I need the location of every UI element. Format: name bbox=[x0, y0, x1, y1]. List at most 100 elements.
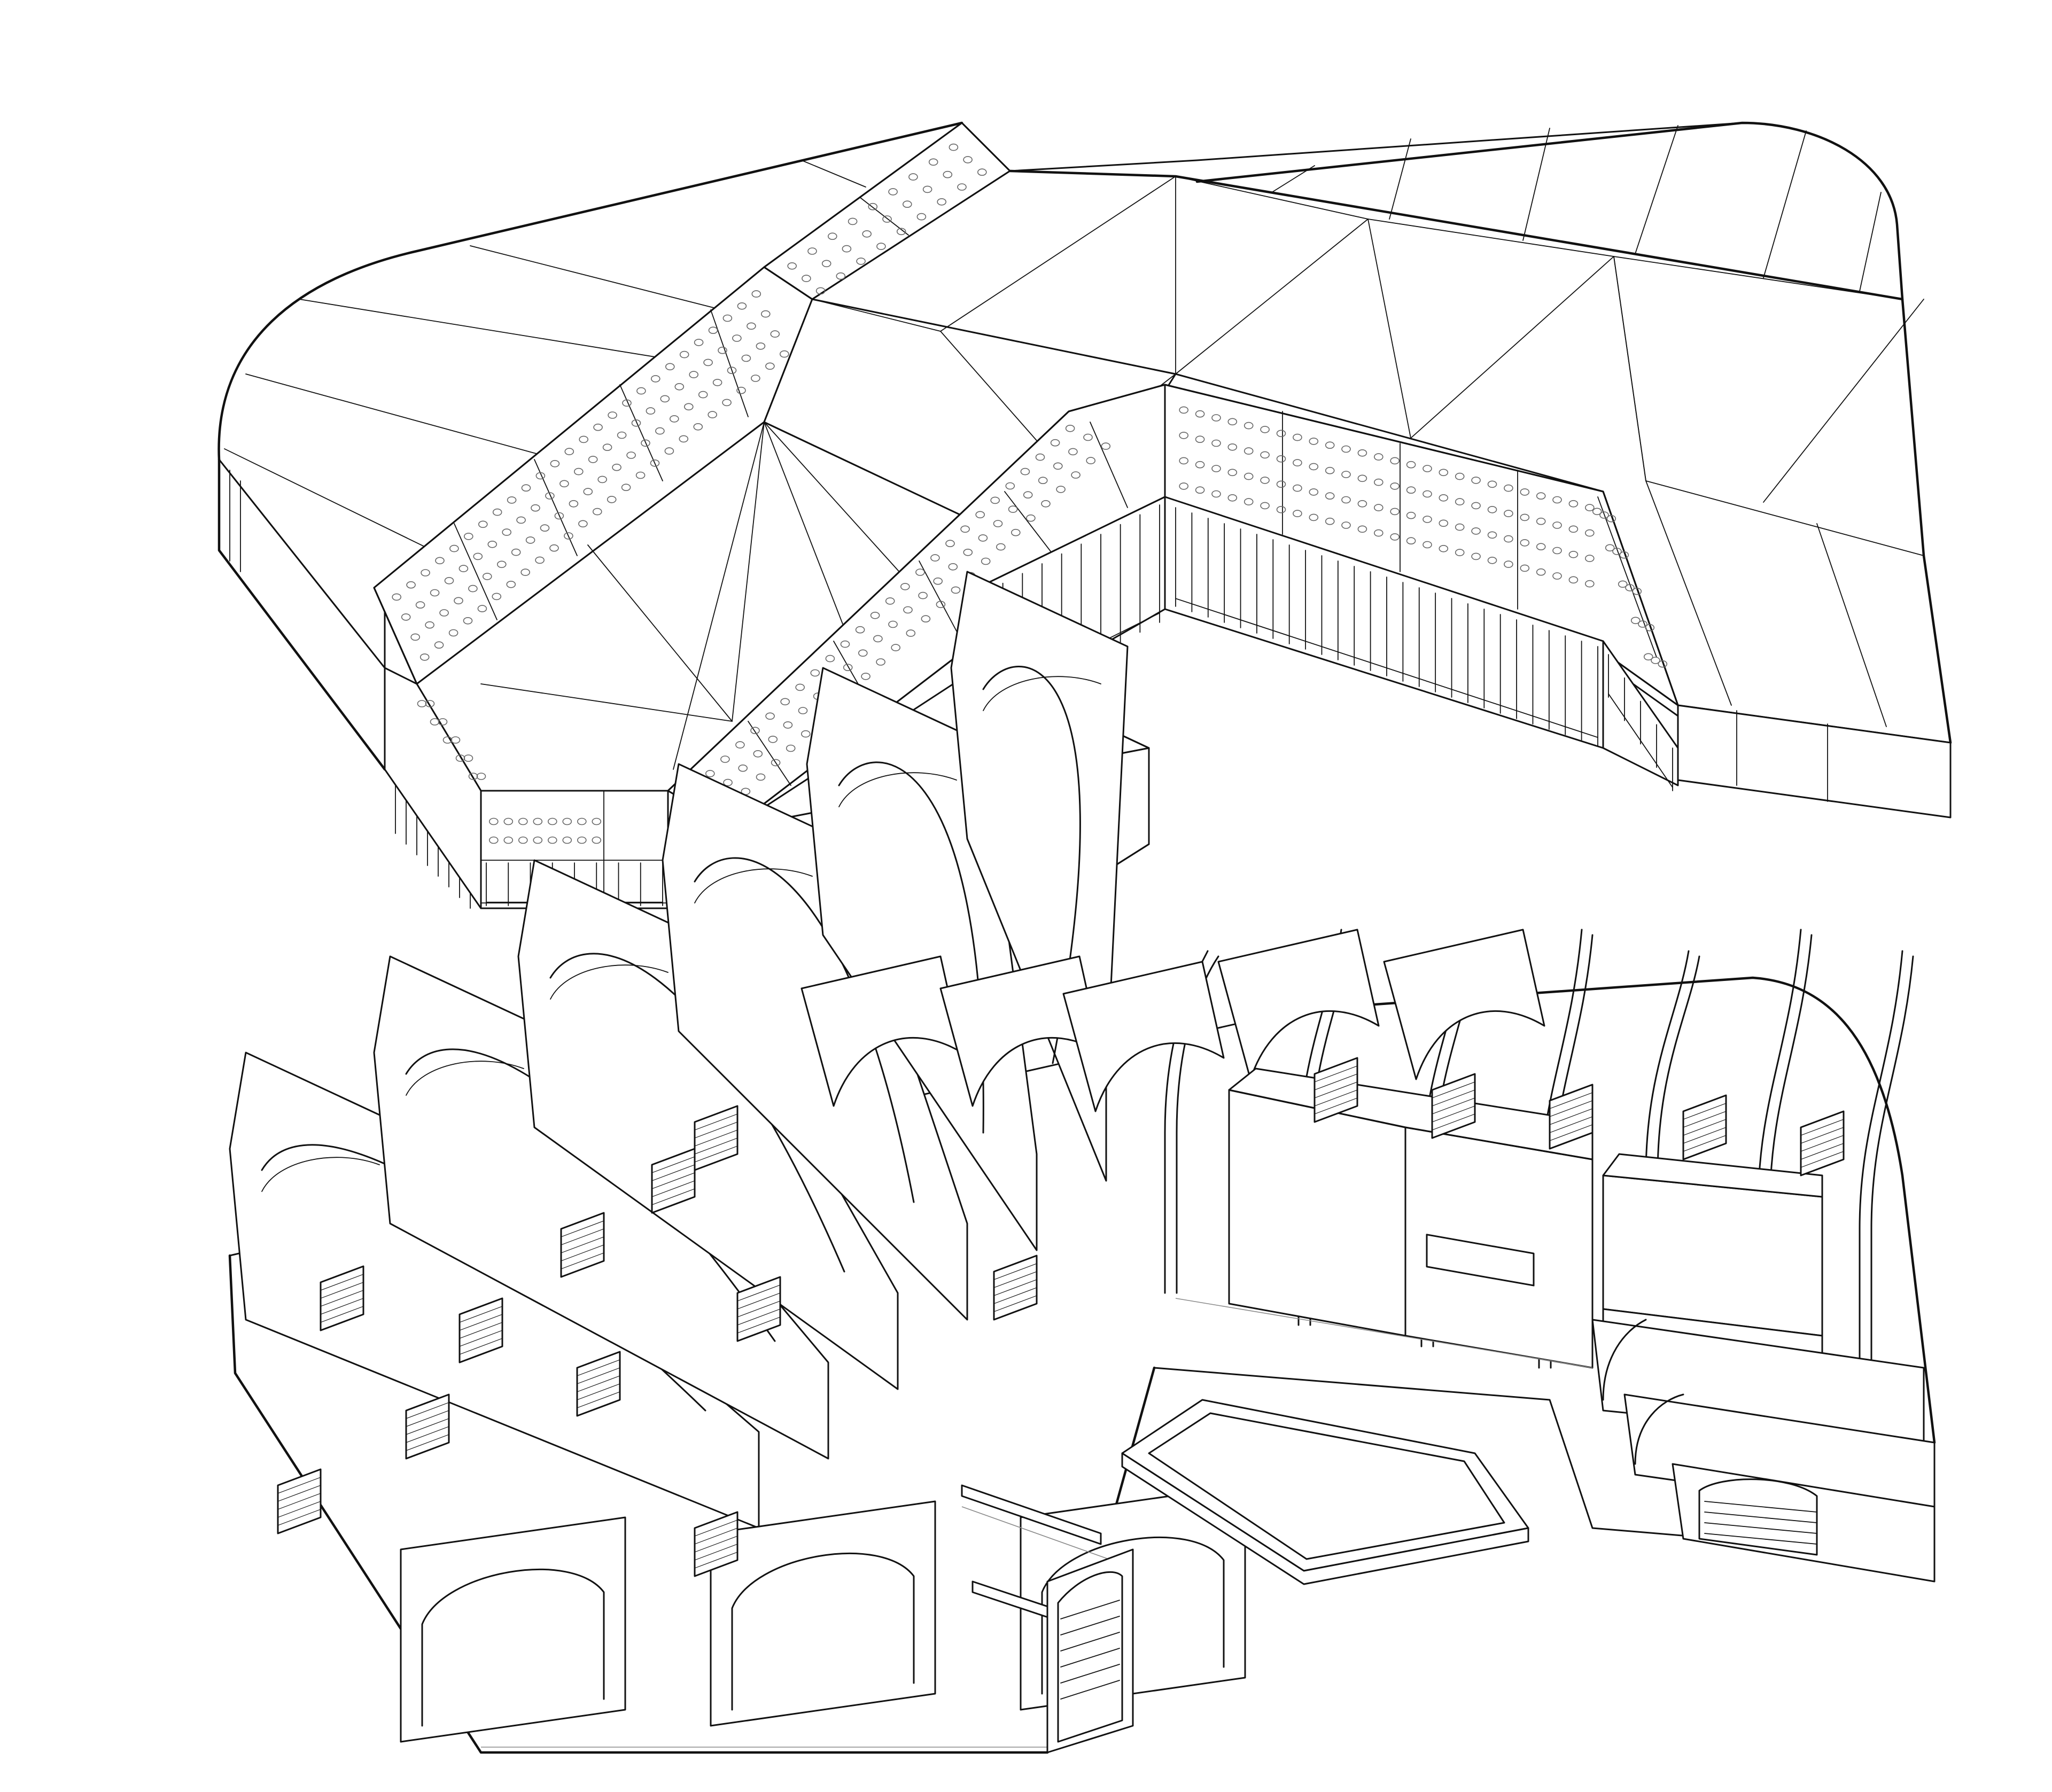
perforation-dot bbox=[1406, 511, 1416, 519]
perforation-dot bbox=[1439, 545, 1449, 552]
perforation-dot bbox=[810, 669, 820, 677]
shelf-line bbox=[1432, 1089, 1475, 1107]
perforation-dot bbox=[1536, 543, 1546, 551]
perforation-dot bbox=[593, 508, 602, 516]
perforation-dot bbox=[768, 736, 778, 743]
perforation-dot bbox=[592, 836, 602, 844]
perforation-dot bbox=[425, 700, 435, 707]
shelf-line bbox=[1683, 1135, 1727, 1152]
perforation-dot bbox=[1041, 500, 1051, 508]
perforation-dot bbox=[896, 228, 906, 236]
perforation-dot bbox=[1179, 482, 1188, 490]
arch-cutout bbox=[982, 666, 1081, 1064]
shelf-line bbox=[1800, 1119, 1844, 1136]
perforation-dot bbox=[531, 504, 540, 512]
arch-rib bbox=[1645, 950, 1690, 1337]
perforation-dot bbox=[550, 459, 560, 468]
perforation-dot bbox=[438, 718, 448, 726]
perforation-dot bbox=[1341, 471, 1351, 478]
perforation-dot bbox=[756, 773, 766, 781]
perforation-dot bbox=[933, 577, 943, 585]
perforation-dot bbox=[1568, 500, 1579, 508]
perforation-dot bbox=[928, 158, 938, 166]
perforation-dot bbox=[1585, 555, 1595, 562]
perforation-dot bbox=[1011, 528, 1021, 536]
perforation-dot bbox=[1632, 587, 1642, 595]
shelf-line bbox=[577, 1359, 620, 1376]
shelf-line bbox=[651, 1172, 695, 1189]
perforation-dot bbox=[1325, 517, 1335, 525]
perforation-dot bbox=[549, 544, 559, 552]
perforation-dot bbox=[1568, 551, 1579, 558]
perforation-dot bbox=[753, 750, 763, 758]
right-lower-frames bbox=[1591, 1319, 1936, 1583]
perforation-dot bbox=[1455, 523, 1465, 531]
shelving-units bbox=[277, 1057, 1845, 1577]
perforation-dot bbox=[583, 488, 593, 495]
perforation-dot bbox=[1293, 484, 1302, 492]
perforation-dot bbox=[963, 549, 973, 556]
shelf-line bbox=[694, 1129, 738, 1147]
rib-frame bbox=[800, 955, 963, 1107]
shelf-line bbox=[694, 1544, 738, 1561]
shelf-line bbox=[694, 1536, 738, 1553]
shelf-line bbox=[277, 1493, 321, 1510]
perforation-dot bbox=[903, 606, 913, 614]
perforation-dot bbox=[1536, 517, 1546, 525]
perforation-dot bbox=[723, 778, 733, 786]
shelf-line bbox=[694, 1121, 738, 1139]
perforation-dot bbox=[1439, 494, 1449, 502]
perforation-dot bbox=[458, 565, 469, 572]
perforation-dot bbox=[1083, 433, 1093, 441]
perforation-dot bbox=[741, 354, 751, 362]
shelf-line bbox=[1432, 1113, 1475, 1131]
perforation-dot bbox=[593, 423, 603, 431]
perforation-dot bbox=[655, 427, 665, 435]
perforation-dot bbox=[1276, 430, 1286, 438]
perforation-dot bbox=[562, 817, 572, 825]
perforation-dot bbox=[945, 540, 955, 548]
perforation-dot bbox=[807, 247, 817, 255]
perforation-dot bbox=[1309, 488, 1319, 496]
perforation-dot bbox=[507, 496, 517, 504]
perforation-dot bbox=[750, 727, 760, 734]
perforation-dot bbox=[1023, 491, 1033, 499]
perforation-dot bbox=[622, 399, 632, 407]
perforation-dot bbox=[506, 581, 516, 588]
perforation-dot bbox=[1293, 433, 1302, 441]
perforation-dot bbox=[419, 653, 430, 661]
perforation-dot bbox=[621, 484, 631, 492]
shelf-line bbox=[694, 1137, 738, 1155]
perforation-dot bbox=[1068, 448, 1078, 456]
shelf-line bbox=[1683, 1103, 1727, 1120]
perforation-dot bbox=[747, 322, 756, 330]
front-arch-opening bbox=[421, 1568, 605, 1727]
rib-frame bbox=[1383, 929, 1545, 1080]
perforation-dot bbox=[511, 548, 521, 556]
perforation-dot bbox=[751, 375, 760, 382]
perforation-dot bbox=[1605, 544, 1615, 552]
shelf-line bbox=[737, 1316, 781, 1334]
perforation-dot bbox=[1406, 486, 1416, 494]
shelf-line bbox=[1432, 1097, 1475, 1115]
perforation-dot bbox=[1065, 424, 1075, 432]
perforation-dot bbox=[900, 583, 910, 590]
perforation-dot bbox=[1618, 580, 1628, 588]
perforation-dot bbox=[548, 817, 557, 825]
perforation-dot bbox=[868, 202, 878, 211]
perforation-dot bbox=[1487, 557, 1497, 564]
perforation-dot bbox=[602, 443, 612, 451]
perforation-dot bbox=[1423, 541, 1432, 549]
perforation-dot bbox=[1552, 547, 1562, 555]
perforation-dot bbox=[1606, 515, 1616, 523]
perforation-dot bbox=[425, 621, 434, 629]
perforation-dot bbox=[708, 411, 717, 418]
perforation-dot bbox=[631, 419, 641, 427]
perforation-dot bbox=[712, 379, 722, 386]
perforation-dot bbox=[1357, 449, 1367, 457]
perforation-dot bbox=[876, 243, 886, 250]
shelf-line bbox=[577, 1367, 620, 1384]
shelf-line bbox=[277, 1477, 321, 1494]
front-left-block bbox=[384, 667, 669, 909]
